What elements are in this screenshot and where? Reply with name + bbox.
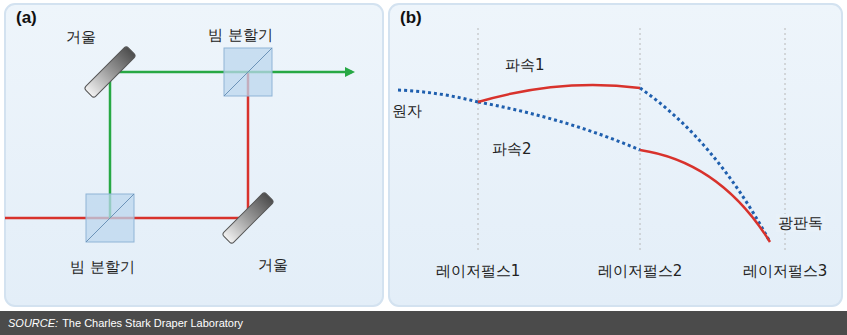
part-name: 광판독 bbox=[776, 214, 825, 232]
wave-packet bbox=[478, 85, 770, 242]
source-bar bbox=[0, 311, 847, 335]
source-note: SOURCE: bbox=[8, 316, 58, 330]
panel bbox=[389, 4, 842, 306]
pulse-label: 레이저펄스2 bbox=[598, 262, 683, 280]
part-name: 파속1 bbox=[505, 56, 545, 74]
source-note: The Charles Stark Draper Laboratory bbox=[62, 316, 243, 330]
beam-splitter bbox=[86, 194, 134, 242]
part-name: 파속2 bbox=[492, 140, 532, 158]
mirror bbox=[84, 46, 136, 98]
pulse-line bbox=[478, 28, 785, 252]
part-name: 원자 bbox=[392, 102, 422, 120]
atom-path bbox=[398, 88, 770, 242]
beam-splitter bbox=[224, 48, 272, 96]
mirror bbox=[222, 192, 274, 244]
panel-tag: (b) bbox=[400, 9, 422, 27]
pulse-label: 레이저펄스1 bbox=[436, 262, 521, 280]
panel bbox=[5, 4, 383, 306]
panel-tag: (a) bbox=[16, 9, 37, 27]
part-name: 빔 분할기 bbox=[70, 258, 135, 276]
pulse-label: 레이저펄스3 bbox=[743, 262, 828, 280]
part-name: 거울 bbox=[66, 28, 96, 46]
part-name: 거울 bbox=[258, 256, 288, 274]
part-name: 빔 분할기 bbox=[208, 26, 273, 44]
